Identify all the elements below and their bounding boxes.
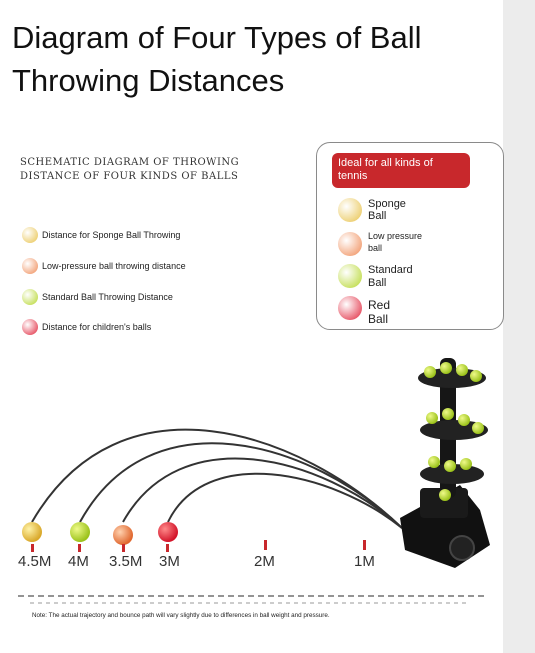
distance-label-3-5m: 3.5M [109,553,143,570]
legend-label: Distance for children's balls [42,322,152,332]
landing-ball-red [158,522,178,542]
red-ball-icon [22,319,38,335]
tick-3-5m [122,544,125,552]
red-ball-icon [338,296,362,320]
page-title: Diagram of Four Types of Ball Throwing D… [12,20,422,98]
box-item-label: Low pressure ball [368,231,423,253]
legend-label: Distance for Sponge Ball Throwing [42,230,181,240]
distance-label-3m: 3M [159,553,180,570]
distance-label-4-5m: 4.5M [18,553,52,570]
ball-machine-icon [400,358,490,568]
sponge-ball-icon [338,198,362,222]
low-pressure-ball-icon [338,232,362,256]
legend-label: Standard Ball Throwing Distance [42,292,173,302]
legend-label: Low-pressure ball throwing distance [42,261,186,271]
trajectory-low-pressure [122,457,403,529]
footnote: Note: The actual trajectory and bounce p… [32,612,330,619]
tick-3m [166,544,169,552]
schematic-heading: SCHEMATIC DIAGRAM OF THROWING DISTANCE O… [20,156,250,184]
tick-4m [78,544,81,552]
schematic-heading-line1: SCHEMATIC DIAGRAM OF THROWING [20,157,240,168]
standard-ball-icon [22,289,38,305]
tick-4-5m [31,544,34,552]
standard-ball-icon [338,264,362,288]
distance-label-1m: 1M [354,553,375,570]
right-margin-bar [503,0,535,653]
landing-ball-standard [70,522,90,542]
distance-label-4m: 4M [68,553,89,570]
distance-label-2m: 2M [254,553,275,570]
box-item-label: Sponge Ball [368,198,406,222]
tick-1m [363,540,366,550]
trajectory-standard [79,442,403,529]
landing-ball-low-pressure [113,525,133,545]
box-item-label: Red Ball [368,298,391,326]
schematic-heading-line2: DISTANCE OF FOUR KINDS OF BALLS [20,171,239,182]
landing-ball-sponge [22,522,42,542]
box-heading: Ideal for all kinds of tennis [332,153,470,188]
sponge-ball-icon [22,227,38,243]
low-pressure-ball-icon [22,258,38,274]
tick-2m [264,540,267,550]
box-item-label: Standard Ball [368,264,413,289]
trajectory-red [167,472,403,529]
